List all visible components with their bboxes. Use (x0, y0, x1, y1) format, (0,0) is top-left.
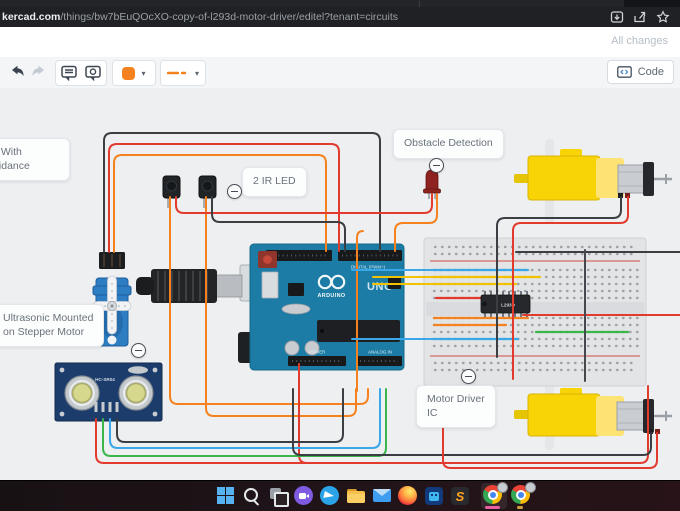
ir-sensor-1[interactable] (162, 175, 181, 208)
browser-tab-strip (0, 0, 680, 7)
code-button-label: Code (637, 66, 664, 78)
start-icon[interactable] (215, 485, 237, 507)
wire-black (116, 388, 344, 443)
save-status: All changes (611, 35, 668, 47)
digital-label: DIGITAL (PWM~) (351, 265, 386, 270)
profile-badge (525, 482, 536, 493)
wire-black (496, 196, 622, 358)
sonar-transducers (64, 375, 154, 411)
wire-red (175, 193, 433, 214)
task-view-icon[interactable] (267, 485, 289, 507)
app-blue-icon[interactable] (423, 485, 445, 507)
wire-orange (205, 196, 357, 417)
redo-icon[interactable] (30, 63, 48, 81)
browser-url-bar[interactable]: kercad.com/things/bw7bEuQOcXO-copy-of-l2… (0, 7, 680, 27)
ir-sensor-2[interactable] (198, 175, 217, 208)
editor-toolbar: ▾ ▾ Code (0, 57, 680, 89)
wire-style-swatch (166, 71, 187, 75)
note-obstacle[interactable]: Obstacle Detection (393, 129, 504, 159)
circuit-svg: L293D DIGITAL (PWM~) ARDUINO UNO POWER A (54, 132, 680, 469)
tab-divider (419, 1, 420, 7)
breadboard[interactable]: L293D (423, 237, 647, 387)
share-icon[interactable] (633, 10, 647, 24)
code-button[interactable]: Code (606, 60, 674, 84)
chrome-icon-2[interactable] (511, 482, 536, 509)
active-underline (485, 506, 500, 509)
profile-badge (497, 482, 508, 493)
wire-orange (169, 196, 369, 405)
wire-red (95, 385, 649, 464)
label-icon[interactable] (84, 64, 102, 82)
l293d-chip[interactable]: L293D (480, 291, 531, 317)
note-ultrasonic[interactable]: Ultrasonic Mounted on Stepper Motor (0, 304, 105, 348)
note-driver[interactable]: Motor Driver IC (416, 385, 496, 429)
collapse-note-button[interactable] (429, 158, 444, 173)
browser-tab[interactable] (0, 0, 624, 7)
collapse-note-button[interactable] (131, 343, 146, 358)
wire-orange (356, 230, 364, 392)
wire-style-button[interactable]: ▾ (160, 60, 206, 86)
dc-motor-top[interactable] (514, 149, 672, 201)
chat-icon[interactable] (293, 485, 315, 507)
wire-black (292, 388, 652, 456)
wire-blue (109, 388, 381, 449)
code-icon (616, 66, 632, 78)
circuit-canvas[interactable]: L293D DIGITAL (PWM~) ARDUINO UNO POWER A (0, 88, 680, 480)
bookmark-star-icon[interactable] (656, 10, 670, 24)
firefox-icon[interactable] (397, 485, 419, 507)
arduino-logo: ARDUINO (318, 274, 346, 299)
wire-black (211, 196, 346, 252)
note-car[interactable]: Car With Avoidance (0, 138, 70, 182)
mail-icon[interactable] (371, 485, 393, 507)
windows-taskbar: S (0, 480, 680, 511)
save-page-icon[interactable] (610, 10, 624, 24)
analog-label: ANALOG IN (368, 350, 392, 355)
chevron-down-icon: ▾ (194, 68, 199, 78)
wire-red (512, 196, 629, 380)
app-s-icon[interactable]: S (449, 485, 471, 507)
chrome-icon[interactable] (483, 482, 508, 509)
note-icon[interactable] (60, 64, 78, 82)
wire-red (108, 143, 340, 253)
note-ir[interactable]: 2 IR LED (242, 167, 307, 197)
collapse-note-button[interactable] (227, 184, 242, 199)
color-swatch (122, 66, 136, 80)
wire-green (102, 388, 387, 457)
wire-orange (113, 154, 327, 253)
usb-plug[interactable] (136, 269, 243, 303)
annotation-button-group (55, 60, 107, 86)
url-text[interactable]: kercad.com/things/bw7bEuQOcXO-copy-of-l2… (2, 11, 398, 23)
sonar-model-label: HC-SR04 (95, 377, 115, 382)
breadboard-jumpers[interactable] (432, 268, 630, 341)
reset-button[interactable] (258, 251, 277, 268)
ultrasonic-sensor[interactable]: HC-SR04 (54, 362, 163, 422)
wires[interactable] (95, 132, 680, 469)
arduino-uno[interactable]: DIGITAL (PWM~) ARDUINO UNO POWER ANALOG … (238, 243, 405, 371)
power-label: POWER (309, 350, 326, 355)
l293d-label: L293D (501, 303, 515, 308)
wire-color-button[interactable]: ▾ (112, 60, 156, 86)
telegram-icon[interactable] (319, 485, 341, 507)
wire-orange (394, 193, 438, 252)
wire-black (103, 132, 381, 253)
search-icon[interactable] (241, 485, 263, 507)
collapse-note-button[interactable] (461, 369, 476, 384)
undo-icon[interactable] (8, 63, 26, 81)
wire-red (442, 385, 658, 469)
arduino-brand-label: ARDUINO (318, 293, 346, 299)
file-explorer-icon[interactable] (345, 485, 367, 507)
url-path: /things/bw7bEuQOcXO-copy-of-l293d-motor-… (60, 11, 398, 23)
dc-motor-bottom[interactable] (514, 388, 672, 437)
open-indicator (517, 506, 523, 509)
url-domain: kercad.com (2, 11, 61, 23)
chevron-down-icon: ▾ (141, 68, 146, 78)
app-header: All changes (0, 27, 680, 58)
